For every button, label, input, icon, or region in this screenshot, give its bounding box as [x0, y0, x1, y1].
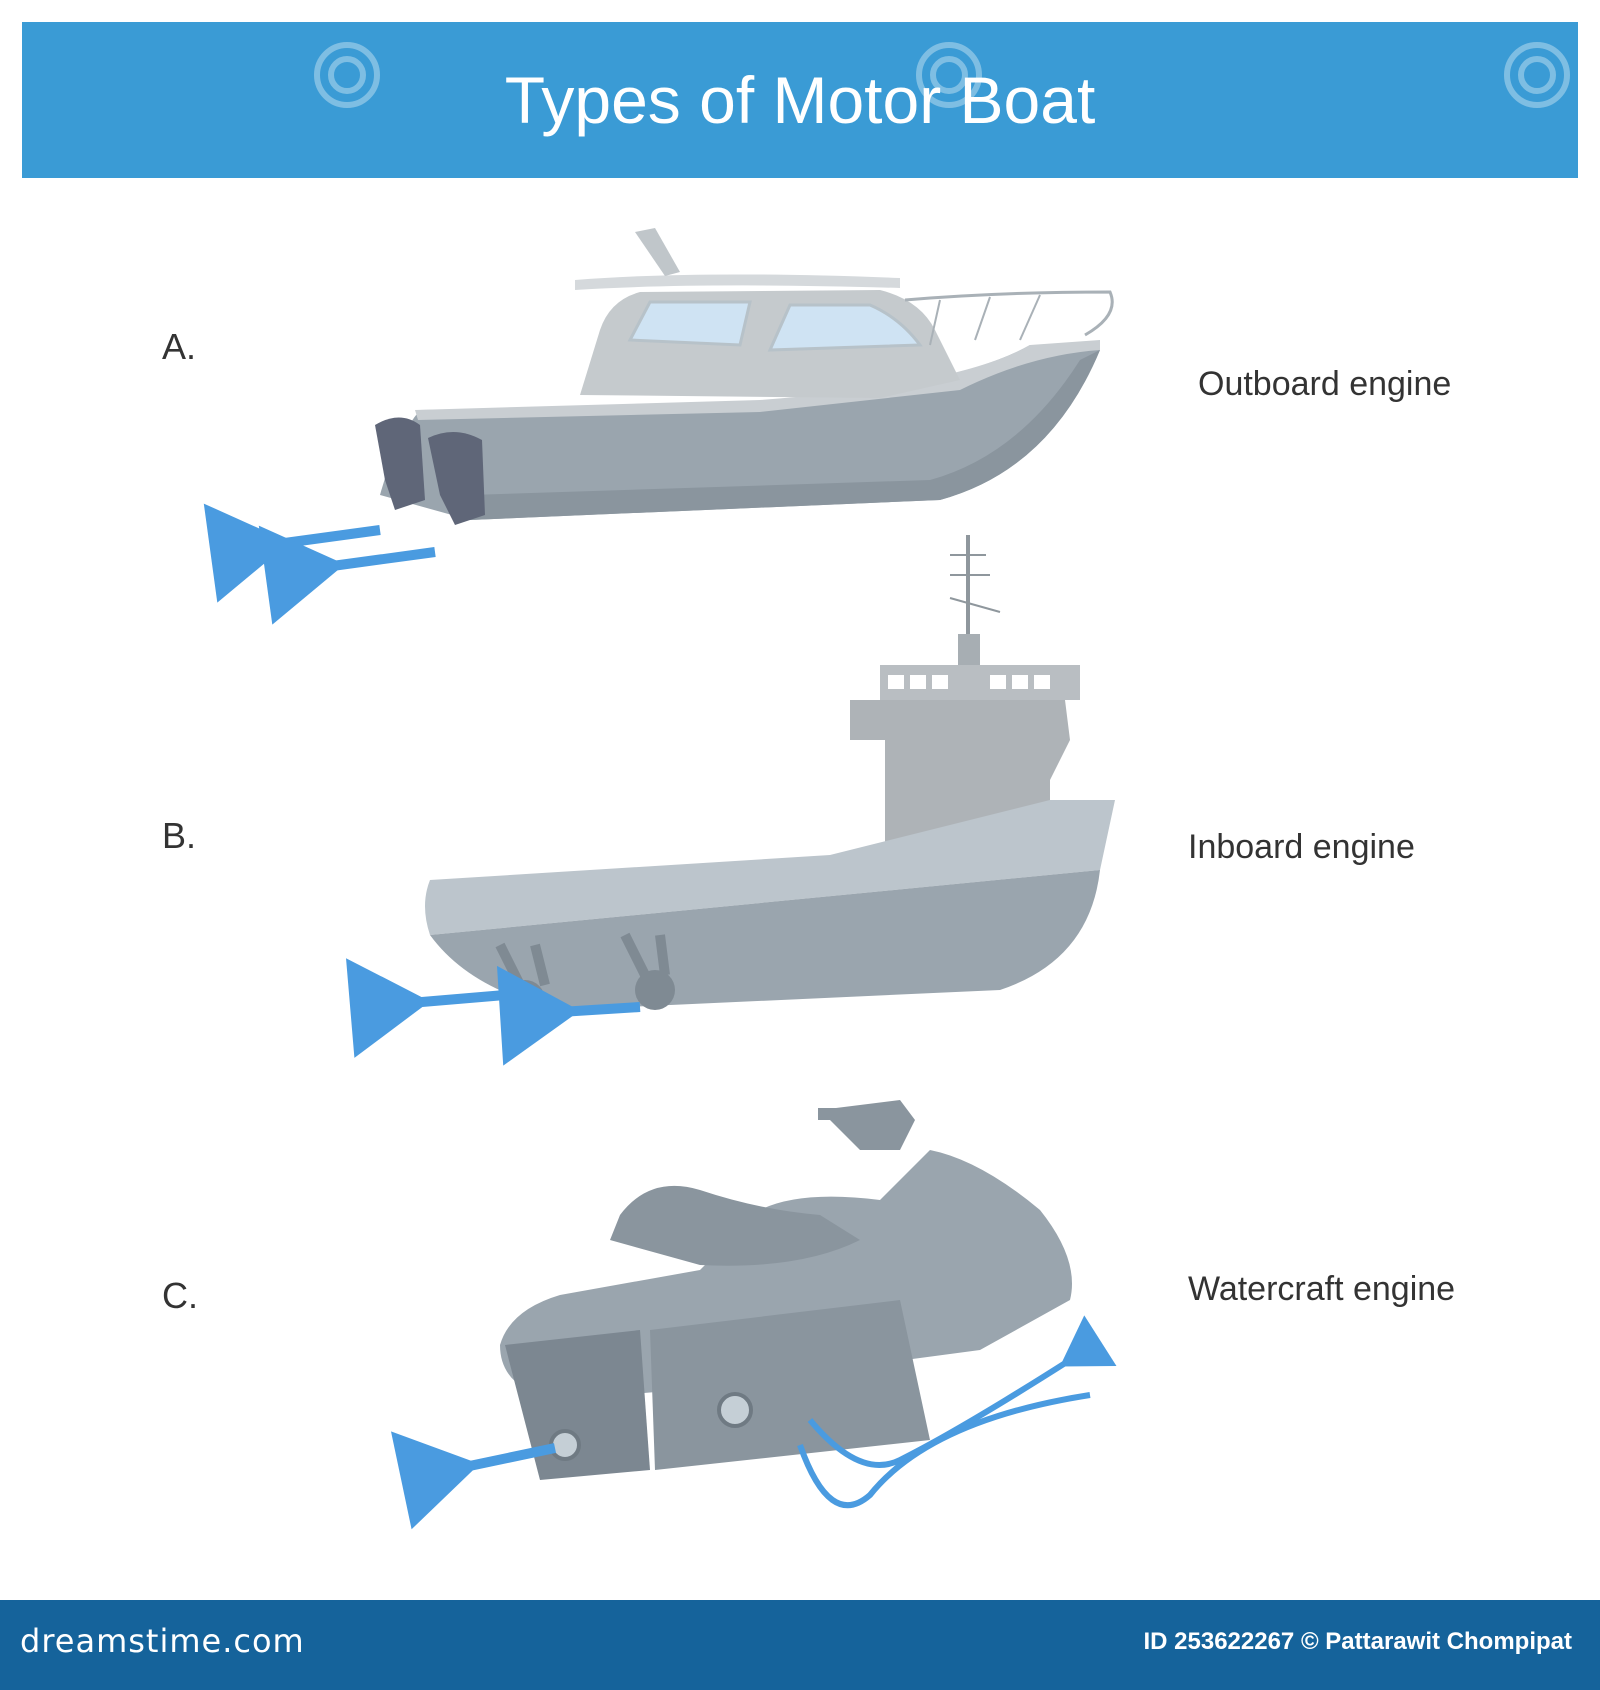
title-banner: Types of Motor Boat [22, 22, 1578, 178]
footer-brand: dreamstime.com [20, 1622, 305, 1660]
watermark-spiral-icon [916, 42, 982, 108]
item-letter-b: B. [162, 815, 197, 856]
watermark-spiral-icon [1504, 42, 1570, 108]
inboard-boat-illustration [346, 535, 1115, 1066]
item-label-outboard: Outboard engine [1198, 365, 1452, 403]
watercraft-illustration [390, 1100, 1117, 1530]
item-label-watercraft: Watercraft engine [1188, 1270, 1456, 1308]
outboard-boat-illustration [203, 228, 1114, 625]
footer-credit: ID 253622267 © Pattarawit Chompipat [1143, 1628, 1572, 1655]
item-letter-a: A. [162, 326, 197, 367]
item-letter-c: C. [162, 1275, 198, 1316]
watermark-spiral-icon [314, 42, 380, 108]
page-title: Types of Motor Boat [504, 63, 1096, 137]
item-label-inboard: Inboard engine [1188, 828, 1415, 866]
footer-bar: dreamstime.com ID 253622267 © Pattarawit… [0, 1600, 1600, 1690]
